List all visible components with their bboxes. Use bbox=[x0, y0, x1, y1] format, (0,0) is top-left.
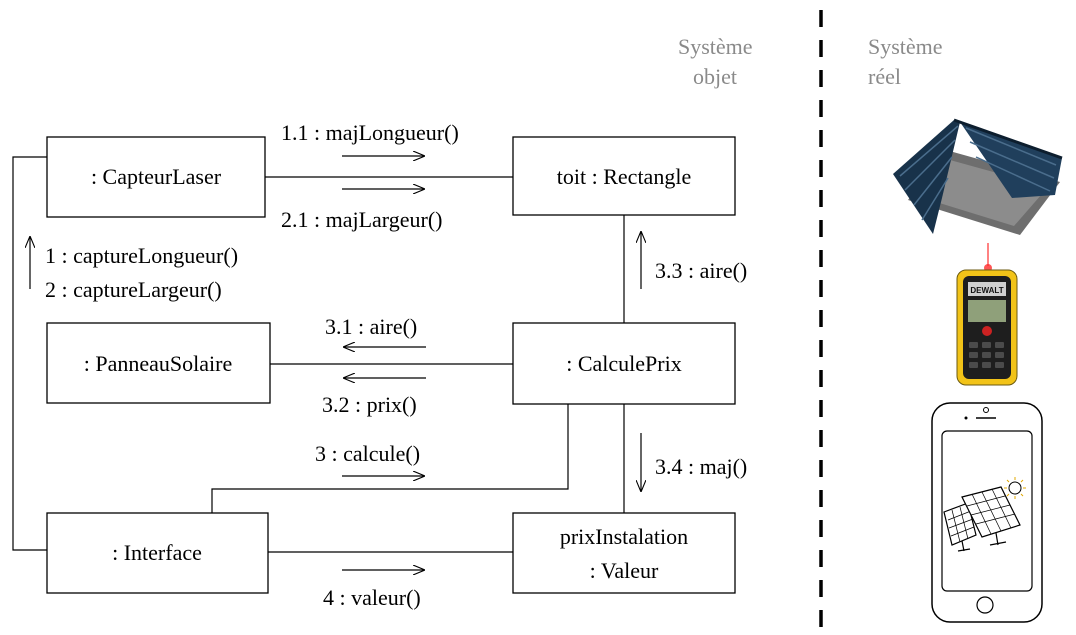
message-3-3: 3.3 : aire() bbox=[655, 258, 747, 283]
panneau-solaire-object: : PanneauSolaire bbox=[46, 322, 271, 404]
message-1-1: 1.1 : majLongueur() bbox=[281, 120, 459, 145]
message-labels: 1.1 : majLongueur() 2.1 : majLargeur() 1… bbox=[45, 120, 747, 610]
message-3-4: 3.4 : maj() bbox=[655, 454, 747, 479]
sun-icon bbox=[1004, 477, 1026, 499]
laser-meter-image: DEWALT bbox=[956, 243, 1018, 386]
calcule-prix-object: : CalculePrix bbox=[512, 322, 736, 405]
links bbox=[12, 156, 625, 553]
panneau-solaire-label: : PanneauSolaire bbox=[84, 351, 232, 376]
toit-rectangle-object: toit : Rectangle bbox=[512, 136, 736, 216]
link-interface-capteur bbox=[12, 156, 47, 551]
message-1: 1 : captureLongueur() bbox=[45, 243, 238, 268]
object-system-title-line2: objet bbox=[693, 64, 737, 89]
prix-installation-label-1: prixInstalation bbox=[560, 524, 688, 549]
link-interface-calculeprix bbox=[211, 404, 569, 513]
message-2-1: 2.1 : majLargeur() bbox=[281, 207, 442, 232]
interface-label: : Interface bbox=[112, 540, 202, 565]
capteur-laser-label: : CapteurLaser bbox=[91, 164, 222, 189]
toit-rectangle-label: toit : Rectangle bbox=[557, 164, 691, 189]
object-system-title-line1: Système bbox=[678, 34, 753, 59]
smartphone-solar-app-image bbox=[931, 402, 1043, 623]
message-4: 4 : valeur() bbox=[323, 585, 421, 610]
system-headers: Système objet Système réel bbox=[678, 34, 943, 89]
message-arrows bbox=[30, 156, 641, 570]
real-system-title-line2: réel bbox=[868, 64, 901, 89]
message-3-1: 3.1 : aire() bbox=[325, 314, 417, 339]
real-system-title-line1: Système bbox=[868, 34, 943, 59]
message-3: 3 : calcule() bbox=[315, 441, 420, 466]
prix-installation-object: prixInstalation : Valeur bbox=[512, 512, 736, 594]
interface-object: : Interface bbox=[46, 512, 269, 594]
solar-panel-icon bbox=[943, 486, 1021, 552]
laser-brand-label: DEWALT bbox=[970, 286, 1003, 295]
message-2: 2 : captureLargeur() bbox=[45, 277, 222, 302]
message-3-2: 3.2 : prix() bbox=[322, 392, 417, 417]
prix-installation-label-2: : Valeur bbox=[590, 558, 659, 583]
roof-image bbox=[893, 118, 1063, 235]
capteur-laser-object: : CapteurLaser bbox=[46, 136, 266, 218]
calcule-prix-label: : CalculePrix bbox=[566, 351, 681, 376]
